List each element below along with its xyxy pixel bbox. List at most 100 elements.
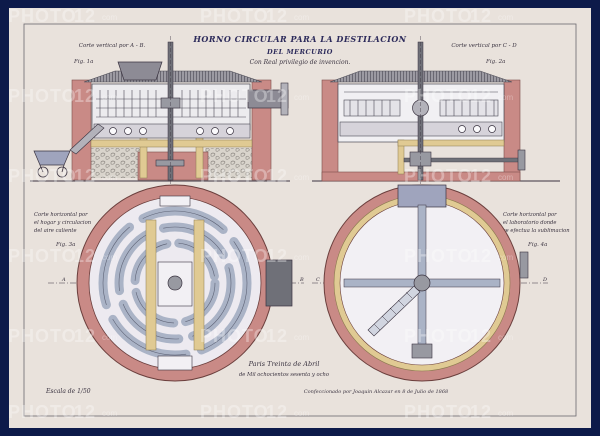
drawing-title: HORNO CIRCULAR PARA LA DESTILACION	[192, 34, 406, 44]
svg-text:com: com	[498, 93, 513, 102]
svg-text:PHOTO: PHOTO	[404, 6, 473, 26]
svg-text:PHOTO: PHOTO	[404, 326, 473, 346]
figure-1-vertical-section: Corte vertical por A - B. Fig. 1a	[30, 36, 290, 186]
figure-4-horizontal-section: Corte horizontal por el laboratorio dond…	[312, 184, 570, 382]
svg-text:com: com	[294, 13, 309, 22]
fig3-cut-label-line3: del aire caliente	[34, 228, 77, 234]
privilege-note: Con Real privilegio de invencion.	[250, 59, 351, 66]
fig3-bottom-door	[157, 355, 193, 371]
svg-text:12: 12	[266, 246, 288, 266]
fig4-side-pulley	[519, 251, 529, 279]
svg-text:12: 12	[74, 246, 96, 266]
watermark: PHOTO 12 com	[404, 326, 513, 346]
point-b-label: B	[299, 277, 304, 283]
drawing-subtitle: DEL MERCURIO	[266, 48, 333, 56]
svg-text:PHOTO: PHOTO	[8, 86, 77, 106]
point-a-label: A	[61, 277, 66, 283]
svg-text:com: com	[102, 173, 117, 182]
fig4-cut-label-line2: el laboratorio donde	[503, 220, 556, 226]
fig4-center-hub	[413, 274, 431, 292]
fig2-timber-beam	[397, 139, 505, 147]
fig1-retort-holes	[109, 127, 234, 135]
svg-text:12: 12	[266, 86, 288, 106]
fig1-shaft-base	[155, 159, 185, 167]
svg-text:com: com	[102, 13, 117, 22]
place-date-line2: de Mil ochocientos sesenta y ocho	[239, 372, 329, 378]
fig3-firebox	[265, 259, 293, 307]
fig3-cut-label-line2: el hogar y circulacion	[34, 220, 91, 226]
svg-text:com: com	[498, 333, 513, 342]
fig4-top-vent	[397, 184, 447, 208]
watermark: PHOTO 12 com	[404, 166, 513, 186]
svg-text:com: com	[294, 93, 309, 102]
watermark: PHOTO 12 com	[8, 6, 117, 26]
fig1-brick-wall-left	[71, 79, 92, 181]
svg-text:12: 12	[74, 402, 96, 422]
fig2-label: Fig. 2a	[485, 59, 505, 65]
svg-text:12: 12	[266, 402, 288, 422]
svg-text:12: 12	[470, 6, 492, 26]
watermark: PHOTO 12 com	[200, 166, 309, 186]
svg-text:com: com	[102, 93, 117, 102]
figure-2-vertical-section: Corte vertical por C - D Fig. 2a	[312, 36, 560, 186]
svg-text:PHOTO: PHOTO	[8, 326, 77, 346]
svg-text:com: com	[294, 173, 309, 182]
point-c-label: C	[316, 277, 320, 283]
svg-text:12: 12	[266, 6, 288, 26]
fig1-feed-hopper	[117, 61, 163, 81]
fig2-retort-holes	[458, 125, 496, 133]
fig1-feed-chute	[69, 123, 105, 155]
figure-3-horizontal-section: Corte horizontal por el hogar y circulac…	[34, 184, 304, 382]
fig1-stone-base-right	[205, 148, 253, 178]
svg-text:com: com	[498, 173, 513, 182]
svg-text:PHOTO: PHOTO	[200, 326, 269, 346]
svg-text:PHOTO: PHOTO	[8, 246, 77, 266]
fig4-bottom-block	[411, 343, 433, 359]
watermark: PHOTO 12 com	[8, 86, 117, 106]
svg-text:12: 12	[470, 86, 492, 106]
watermark: PHOTO 12 com	[404, 86, 513, 106]
svg-text:com: com	[102, 409, 117, 418]
svg-text:PHOTO: PHOTO	[200, 6, 269, 26]
point-d-label: D	[542, 277, 547, 283]
svg-text:com: com	[102, 253, 117, 262]
fig1-ore-cart	[33, 150, 71, 166]
fig1-outlet-flange	[280, 82, 289, 116]
svg-text:12: 12	[470, 326, 492, 346]
fig2-drive-pulley	[517, 149, 526, 171]
fig2-brick-wall-left	[321, 79, 339, 181]
svg-text:12: 12	[74, 166, 96, 186]
svg-text:com: com	[102, 333, 117, 342]
watermark: PHOTO 12 com	[404, 246, 513, 266]
watermark-grid: PHOTO 12 com PHOTO 12 com PHOTO 12 com P…	[8, 6, 513, 422]
svg-text:12: 12	[74, 6, 96, 26]
watermark: PHOTO 12 com	[200, 246, 309, 266]
svg-text:12: 12	[74, 86, 96, 106]
svg-text:12: 12	[470, 402, 492, 422]
watermark: PHOTO 12 com	[8, 246, 117, 266]
fig2-cut-label: Corte vertical por C - D	[451, 43, 517, 49]
svg-text:12: 12	[266, 166, 288, 186]
fig4-cut-label-line1: Corte horizontal por	[503, 212, 557, 218]
watermark: PHOTO 12 com	[8, 166, 117, 186]
fig1-stone-base-left	[90, 148, 142, 178]
watermark: PHOTO 12 com	[200, 6, 309, 26]
svg-text:com: com	[294, 253, 309, 262]
svg-text:PHOTO: PHOTO	[404, 166, 473, 186]
watermark: PHOTO 12 com	[200, 402, 309, 422]
svg-text:com: com	[498, 409, 513, 418]
svg-text:com: com	[294, 409, 309, 418]
fig3-label: Fig. 3a	[55, 242, 75, 248]
fig3-cut-label-line1: Corte horizontal por	[34, 212, 88, 218]
svg-text:com: com	[498, 13, 513, 22]
fig3-top-door	[159, 195, 191, 207]
svg-text:PHOTO: PHOTO	[8, 6, 77, 26]
svg-text:PHOTO: PHOTO	[200, 246, 269, 266]
svg-text:com: com	[498, 253, 513, 262]
drawing-border	[23, 23, 577, 417]
svg-text:12: 12	[470, 246, 492, 266]
watermark: PHOTO 12 com	[8, 326, 117, 346]
fig3-hot-air-flues	[98, 206, 252, 360]
svg-text:com: com	[294, 333, 309, 342]
